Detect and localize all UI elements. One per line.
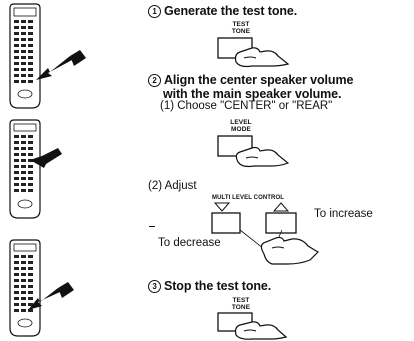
pointer-arrow-2 [30, 148, 62, 168]
multi-level-control-label: MULTI LEVEL CONTROL [212, 195, 285, 201]
down-arrow-icon [213, 202, 231, 212]
substep-adjust: (2) Adjust [148, 180, 197, 192]
pointer-arrow-1 [36, 56, 72, 80]
remote-illustration-1 [9, 3, 86, 109]
test-tone-button-2 [217, 312, 288, 340]
test-tone-label-1-line1: TEST [232, 21, 250, 28]
pressing-hand-icon [234, 47, 290, 68]
remote-control-2 [9, 119, 41, 219]
level-mode-label-line2: MODE [231, 125, 251, 133]
up-arrow-icon [272, 202, 290, 212]
pressing-hand-icon [235, 146, 290, 168]
pointer-arrow-3 [28, 288, 60, 310]
step-number-3: 3 [148, 280, 161, 293]
multi-level-control [211, 202, 319, 265]
remote-control-1 [9, 3, 41, 109]
test-tone-button-1 [217, 37, 290, 68]
test-tone-label-1: TEST TONE [226, 21, 256, 35]
step-2-text-line1: Align the center speaker volume [164, 73, 354, 87]
level-mode-label-line1: LEVEL [230, 119, 252, 126]
test-tone-label-2-line2: TONE [231, 303, 251, 311]
annotation-increase: To increase [314, 208, 373, 220]
pressing-hand-icon [234, 321, 288, 340]
test-tone-label-1-line2: TONE [231, 27, 251, 35]
decrease-button [211, 202, 241, 234]
test-tone-label-2-line1: TEST [232, 297, 250, 304]
dash-mark [149, 226, 155, 227]
pressing-hand-icon [260, 236, 319, 265]
step-number-2: 2 [148, 74, 161, 87]
increase-button [265, 202, 297, 234]
substep-choose: (1) Choose "CENTER" or "REAR" [160, 100, 333, 112]
level-mode-button [217, 135, 290, 168]
step-number-1: 1 [148, 5, 161, 18]
remote-illustration-3 [9, 239, 74, 337]
step-3-text: Stop the test tone. [164, 279, 272, 293]
annotation-decrease: To decrease [158, 237, 221, 249]
remote-control-3 [9, 239, 41, 337]
remote-illustration-2 [9, 119, 62, 219]
test-tone-label-2: TEST TONE [226, 297, 256, 311]
step-1-text: Generate the test tone. [164, 4, 298, 18]
step-2-text-line2: with the main speaker volume. [163, 87, 342, 101]
level-mode-label: LEVEL MODE [226, 119, 256, 133]
